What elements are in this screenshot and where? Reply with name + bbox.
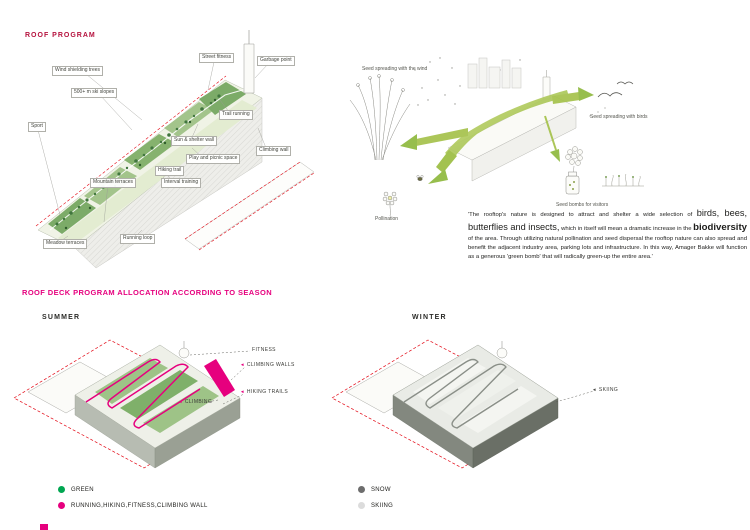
chimney	[243, 30, 255, 94]
summer-callout-hiking-trails: ◄ HIKING TRAILS	[240, 389, 288, 395]
summer-callout-climbing-walls: ◄ CLIMBING WALLS	[240, 362, 295, 368]
seed-label-bombs: Seed bombs for visitors	[556, 202, 609, 208]
legend-label: SNOW	[371, 486, 391, 493]
legend-label: GREEN	[71, 486, 94, 493]
winter-ski-trail-path	[403, 358, 519, 429]
roof-program-label-hiking-trail: Hiking trail	[155, 166, 185, 176]
seed-bomb-sketch	[565, 171, 580, 195]
seed-label-birds: Seed spreading with birds	[590, 114, 648, 120]
paragraph-segment: which in itself will mean a dramatic inc…	[559, 225, 694, 232]
grass-sketch	[349, 74, 411, 161]
summer-callout-fitness: FITNESS	[252, 347, 276, 353]
winter-title: WINTER	[412, 314, 447, 321]
seed-building-chimney	[542, 70, 551, 100]
callout-label: CLIMBING	[184, 399, 213, 405]
roof-program-label-play-picnic: Play and picnic space	[186, 154, 241, 164]
seed-diagram-illustration	[349, 57, 644, 217]
legend-row-skiing: SKIING	[358, 502, 393, 509]
roof-program-label-meadow-terraces: Meadow terraces	[43, 239, 88, 249]
winter-legend: SNOW SKIING	[358, 486, 393, 509]
winter-chimney-top	[496, 341, 508, 359]
legend-row-activities: RUNNING,HIKING,FITNESS,CLIMBING WALL	[58, 502, 208, 509]
paragraph-segment: of the area. Through utilizing natural p…	[468, 236, 747, 260]
magenta-swatch-icon	[58, 502, 65, 509]
seed-arrows	[400, 87, 594, 184]
skiing-swatch-icon	[358, 502, 365, 509]
left-arrow-icon: ◄	[592, 386, 597, 392]
roof-program-label-wind-shielding-trees: Wind shielding trees	[52, 66, 104, 76]
summer-leader-lines	[189, 350, 251, 405]
winter-diagram-illustration	[331, 339, 595, 469]
summer-dashed-outline	[13, 339, 241, 469]
summer-legend: GREEN RUNNING,HIKING,FITNESS,CLIMBING WA…	[58, 486, 208, 509]
seed-label-wind: Seed spreading with the wind	[362, 66, 428, 72]
roof-program-label-running-loop: Running loop	[120, 234, 156, 244]
paragraph-segment-biodiversity: biodiversity	[693, 221, 747, 233]
green-swatch-icon	[58, 486, 65, 493]
roof-program-label-trail-running: Trail running	[219, 110, 253, 120]
left-arrow-icon: ◄	[240, 388, 245, 394]
callout-label: FITNESS	[252, 347, 276, 353]
flower-cluster-sketch	[565, 146, 583, 177]
callout-label: HIKING TRAILS	[246, 389, 289, 395]
season-allocation-heading: ROOF DECK PROGRAM ALLOCATION ACCORDING T…	[22, 288, 273, 297]
garden-sketch	[602, 173, 644, 187]
snow-swatch-icon	[358, 486, 365, 493]
roof-program-label-sport: Sport	[28, 122, 46, 132]
roof-program-label-climbing-wall: Climbing wall	[256, 146, 292, 156]
paragraph-segment: 'The rooftop's nature is designed to att…	[468, 212, 697, 218]
summer-callout-climbing: ◄ CLIMBING	[178, 399, 212, 405]
legend-row-snow: SNOW	[358, 486, 393, 493]
summer-title: SUMMER	[42, 314, 81, 321]
biodiversity-paragraph: 'The rooftop's nature is designed to att…	[468, 207, 747, 262]
callout-label: CLIMBING WALLS	[246, 362, 295, 368]
legend-swatch-partial	[40, 524, 48, 530]
summer-diagram-illustration	[13, 339, 251, 469]
callout-label: SKIING	[598, 387, 619, 393]
summer-climbing-wall-band	[204, 359, 235, 397]
roof-program-label-garbage-point: Garbage point	[257, 56, 295, 66]
legend-row-green: GREEN	[58, 486, 208, 493]
summer-trail-path	[85, 358, 201, 429]
winter-callout-skiing: ◄ SKIING	[592, 387, 618, 393]
legend-label: SKIING	[371, 502, 394, 509]
paragraph-segment-highlight: birds, bees, butterflies and insects,	[468, 208, 748, 232]
roof-program-title: ROOF PROGRAM	[25, 32, 96, 39]
roof-program-label-interval-training: Interval training	[161, 178, 202, 188]
winter-leader-line	[555, 390, 595, 403]
left-arrow-icon: ◄	[178, 398, 183, 404]
bird-sketch	[589, 81, 634, 117]
roof-program-label-ski-slopes: 500+ m ski slopes	[71, 88, 118, 98]
roof-trail	[49, 88, 247, 231]
roof-program-label-sun-shelter-wall: Sun & shelter wall	[171, 136, 218, 146]
roof-program-label-mountain-terraces: Mountain terraces	[90, 178, 137, 188]
pollination-flower-sketch	[382, 191, 398, 217]
city-sketch	[467, 57, 522, 89]
roof-trees-dark	[64, 98, 217, 230]
roof-program-label-street-fitness: Street fitness	[199, 53, 235, 63]
red-dashed-outline	[35, 75, 315, 251]
summer-chimney-top	[178, 341, 190, 359]
left-arrow-icon: ◄	[240, 361, 245, 367]
seed-label-pollination: Pollination	[375, 216, 399, 222]
winter-dashed-outline	[331, 339, 559, 469]
legend-label: RUNNING,HIKING,FITNESS,CLIMBING WALL	[71, 502, 208, 509]
bee-sketch	[416, 175, 424, 181]
